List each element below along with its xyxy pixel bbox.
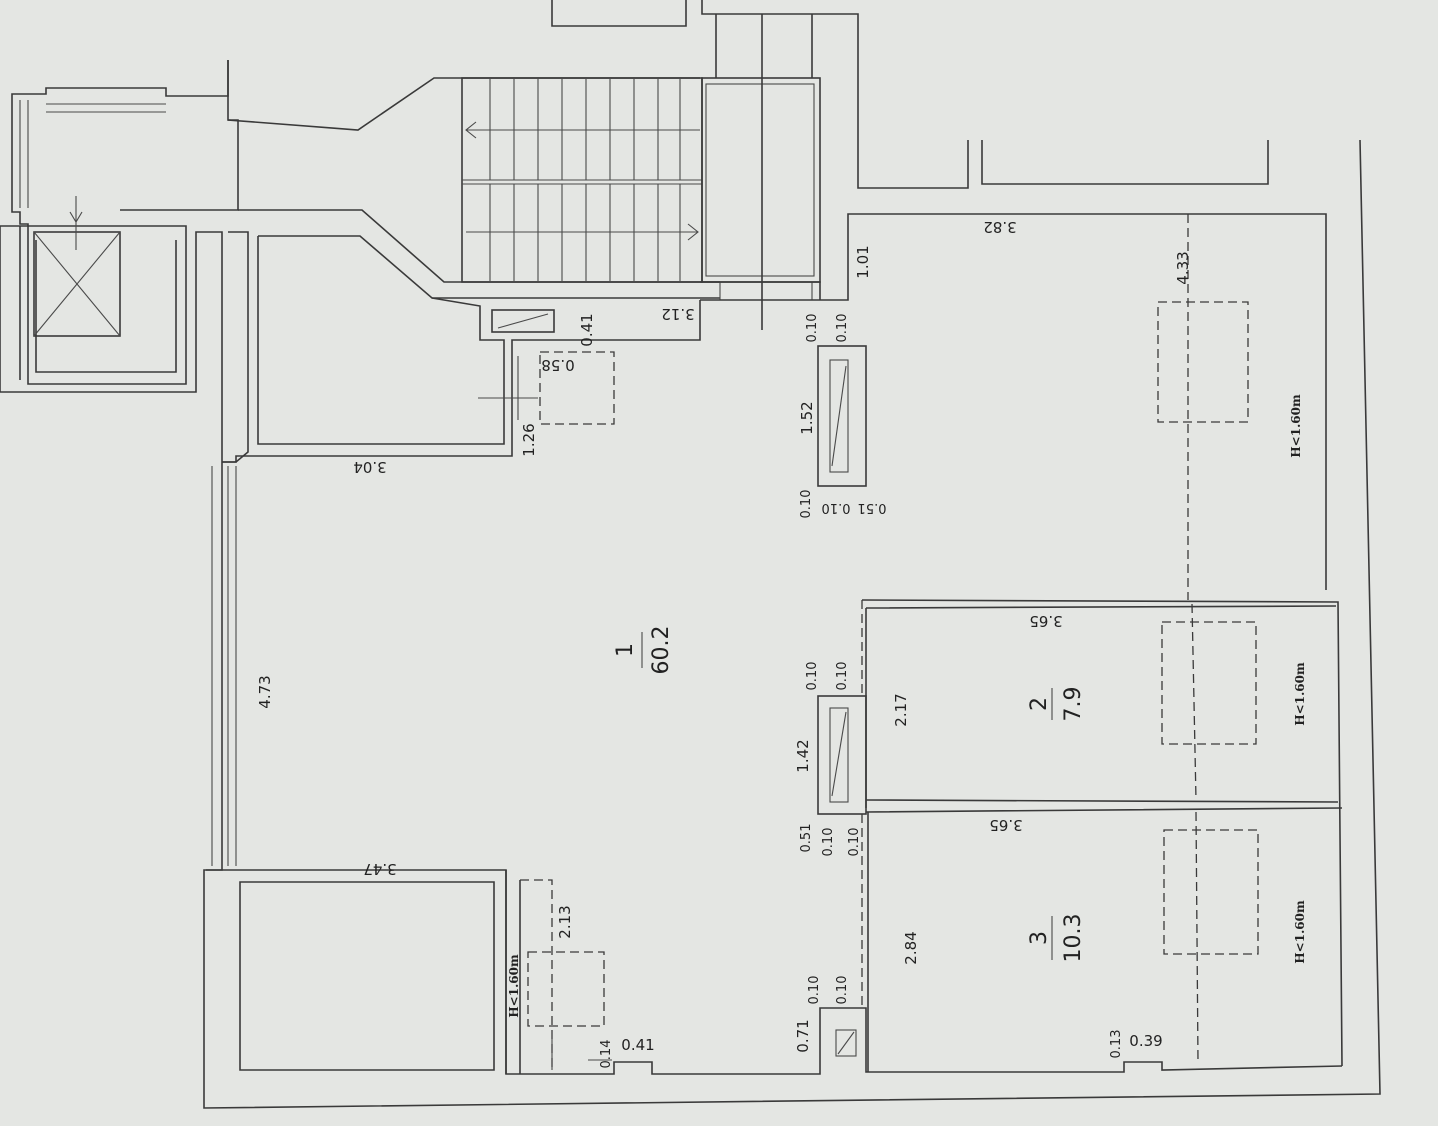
height-notes: H<1.60m H<1.60m H<1.60m H<1.60m <box>507 394 1307 1018</box>
height-note-3: H<1.60m <box>1293 900 1307 964</box>
dim-3-12: 3.12 <box>661 305 694 323</box>
dim-0-10-a: 0.10 <box>807 976 822 1005</box>
dim-0-10-h: 0.10 <box>835 662 850 691</box>
room-2-label: 2 7.9 <box>1027 687 1086 722</box>
dim-0-71: 0.71 <box>794 1019 812 1052</box>
room-3-number: 3 <box>1027 931 1052 945</box>
dim-0-58: 0.58 <box>541 356 574 374</box>
ducts <box>817 345 867 1057</box>
room-2-area: 7.9 <box>1061 687 1086 722</box>
dim-0-41-top: 0.41 <box>578 313 596 346</box>
dim-4-33: 4.33 <box>1174 251 1192 284</box>
dim-0-10-d: 0.10 <box>835 314 850 343</box>
dim-0-10-i: 0.10 <box>821 828 836 857</box>
dim-2-13: 2.13 <box>556 905 574 938</box>
room-3-area: 10.3 <box>1061 914 1086 963</box>
dim-3-82: 3.82 <box>983 218 1016 236</box>
dim-0-41-bottom: 0.41 <box>621 1036 654 1054</box>
dim-3-65-a: 3.65 <box>1029 612 1062 630</box>
dim-0-10-f: 0.10 <box>822 500 851 515</box>
dim-0-10-g: 0.10 <box>805 662 820 691</box>
room-1-number: 1 <box>613 643 638 657</box>
room-1-label: 1 60.2 <box>613 626 674 675</box>
room-3-label: 3 10.3 <box>1027 914 1086 963</box>
dim-0-10-e: 0.10 <box>799 490 814 519</box>
small-shaft <box>478 300 701 425</box>
height-note-1: H<1.60m <box>1289 394 1303 458</box>
dim-1-01: 1.01 <box>854 245 872 278</box>
dimension-labels: 3.82 1.01 4.33 3.12 0.41 0.58 1.26 3.04 … <box>256 218 1192 1068</box>
dim-3-47: 3.47 <box>363 860 396 878</box>
dim-2-17: 2.17 <box>892 693 910 726</box>
dim-0-13: 0.13 <box>1109 1030 1124 1059</box>
dim-0-39: 0.39 <box>1129 1032 1162 1050</box>
staircase <box>461 14 1327 590</box>
dim-1-26: 1.26 <box>520 423 538 456</box>
dim-0-10-c: 0.10 <box>805 314 820 343</box>
room-2-number: 2 <box>1027 697 1052 711</box>
dim-4-73: 4.73 <box>256 675 274 708</box>
rooms-2-3 <box>861 214 1343 1072</box>
room-1-area: 60.2 <box>649 626 674 675</box>
dim-0-10-b: 0.10 <box>835 976 850 1005</box>
dim-2-84: 2.84 <box>902 931 920 964</box>
dim-0-51-b: 0.51 <box>799 824 814 853</box>
dim-3-04: 3.04 <box>353 458 386 476</box>
dim-3-65-b: 3.65 <box>989 816 1022 834</box>
elevator-shaft <box>0 60 229 462</box>
dim-0-51-a: 0.51 <box>858 500 887 515</box>
height-note-4: H<1.60m <box>507 954 521 1018</box>
dim-0-10-j: 0.10 <box>847 828 862 857</box>
dim-1-42: 1.42 <box>794 739 812 772</box>
height-note-2: H<1.60m <box>1293 662 1307 726</box>
upper-walls <box>120 0 1269 463</box>
dim-1-52: 1.52 <box>798 401 816 434</box>
dim-0-14: 0.14 <box>599 1040 614 1069</box>
outer-walls <box>203 139 1381 1109</box>
